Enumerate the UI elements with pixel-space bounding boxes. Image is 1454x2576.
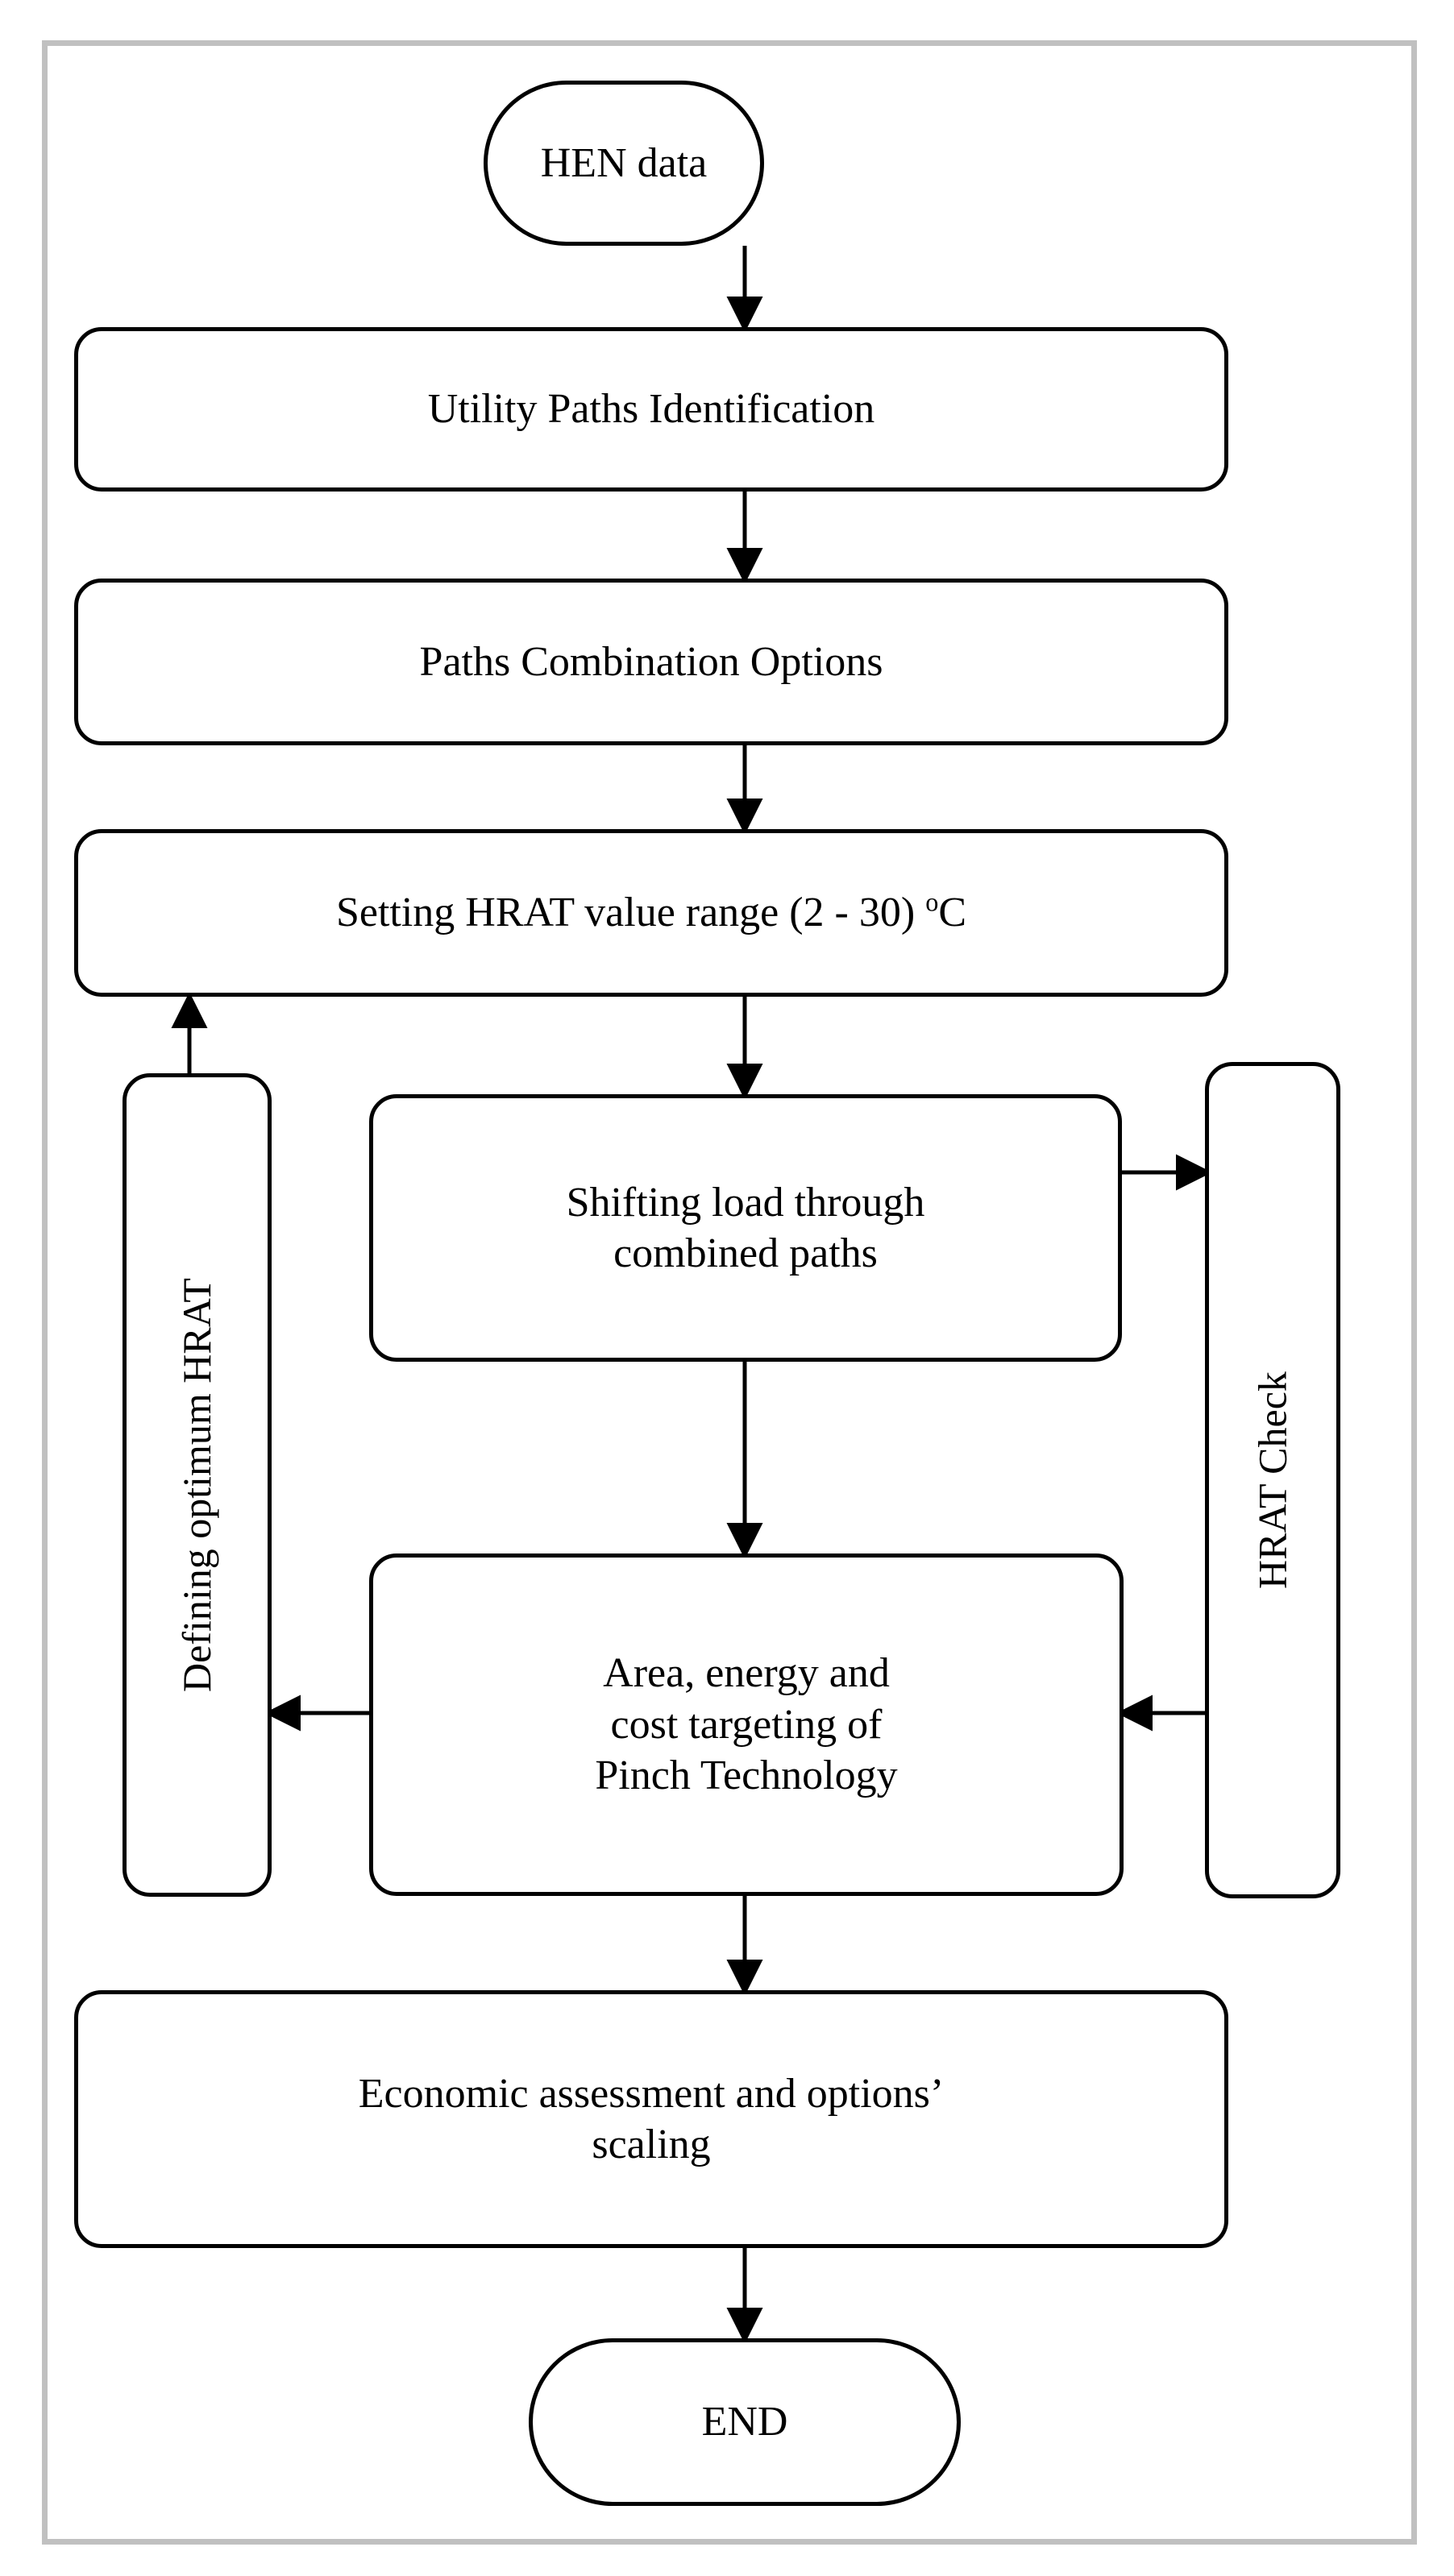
node-economic-assessment[interactable]: Economic assessment and options’ scaling: [74, 1990, 1228, 2248]
node-paths-combination-options[interactable]: Paths Combination Options: [74, 579, 1228, 745]
node-shifting-load[interactable]: Shifting load through combined paths: [369, 1094, 1122, 1362]
economic-line-2: scaling: [592, 2122, 711, 2167]
node-utility-paths-identification[interactable]: Utility Paths Identification: [74, 327, 1228, 492]
node-setting-hrat-range[interactable]: Setting HRAT value range (2 - 30) oC: [74, 829, 1228, 997]
node-defining-optimum-hrat[interactable]: Defining optimum HRAT: [123, 1073, 272, 1897]
targeting-line-2: cost targeting of: [610, 1701, 883, 1748]
economic-line-1: Economic assessment and options’: [358, 2070, 945, 2117]
node-end[interactable]: END: [529, 2338, 961, 2506]
node-area-energy-cost-targeting[interactable]: Area, energy and cost targeting of Pinch…: [369, 1553, 1124, 1896]
shifting-load-line-2: combined paths: [613, 1230, 878, 1276]
node-hrat-check[interactable]: HRAT Check: [1205, 1062, 1340, 1898]
hrat-range-suffix: C: [938, 890, 967, 936]
hrat-range-prefix: Setting HRAT value range (2 - 30): [335, 890, 926, 936]
degree-superscript: o: [925, 887, 939, 917]
targeting-line-3: Pinch Technology: [595, 1753, 898, 1799]
shifting-load-line-1: Shifting load through: [566, 1179, 925, 1226]
node-start[interactable]: HEN data: [484, 81, 764, 246]
targeting-line-1: Area, energy and: [603, 1650, 890, 1697]
hrat-range-text: Setting HRAT value range (2 - 30) oC: [336, 887, 966, 938]
